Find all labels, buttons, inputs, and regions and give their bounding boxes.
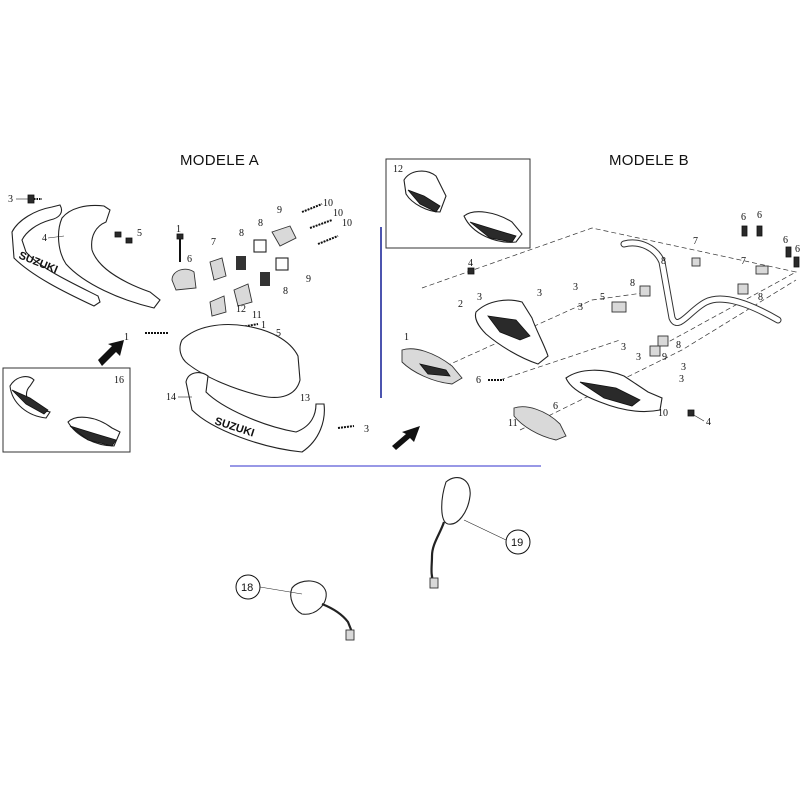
- callout-b-6b: 6: [757, 210, 762, 221]
- model-b-heading: MODELE B: [609, 152, 689, 169]
- callout-13: 13: [300, 393, 310, 404]
- bar-guard-part-2: [11, 204, 101, 307]
- mirror-19-number: 19: [511, 537, 523, 549]
- callout-b-7: 7: [693, 236, 698, 247]
- stud-part-1-a: [176, 233, 184, 262]
- callout-b-11: 11: [508, 418, 518, 429]
- callout-1: 1: [176, 224, 181, 235]
- callout-b-8c: 8: [630, 278, 635, 289]
- callout-b-8b: 8: [758, 292, 763, 303]
- direction-arrow-a: [98, 340, 124, 366]
- callout-b-4b: 4: [706, 417, 711, 428]
- callout-10c: 10: [342, 218, 352, 229]
- inset-part-16: 16: [2, 367, 131, 453]
- bolt-part-5-a: [114, 231, 133, 244]
- callout-14: 14: [166, 392, 176, 403]
- callout-10b: 10: [333, 208, 343, 219]
- assembly-guide-lines: [421, 227, 797, 431]
- callout-b-3d: 3: [578, 302, 583, 313]
- direction-arrow-b: [392, 426, 420, 450]
- callout-b-9: 9: [662, 352, 667, 363]
- bar-guard-part-14: [185, 372, 325, 453]
- callout-1b: 1: [261, 320, 266, 331]
- callout-labels-b: 6 6 6 6 7 8 7 8 4 3 2 3 3 5 8 1 3 6 8 9 …: [404, 210, 800, 429]
- mount-part-12: [209, 295, 227, 317]
- callout-8b: 8: [258, 218, 263, 229]
- callout-b-2: 2: [458, 299, 463, 310]
- callout-b-8: 8: [661, 256, 666, 267]
- callout-b-4: 4: [468, 258, 473, 269]
- mirror-part-19: 19: [429, 477, 531, 589]
- model-b-group: 12: [385, 158, 800, 450]
- inset-part-12: 12: [385, 158, 531, 249]
- hand-guard-part-4: [57, 204, 161, 309]
- callout-6: 6: [187, 254, 192, 265]
- hardware-b: [467, 225, 800, 417]
- callout-5: 5: [137, 228, 142, 239]
- callout-b-1: 1: [404, 332, 409, 343]
- mirror-19-badge: [505, 529, 531, 555]
- bolt-part-10: [301, 203, 339, 245]
- callout-b-8d: 8: [676, 340, 681, 351]
- callout-8: 8: [239, 228, 244, 239]
- screw-part-3: [16, 194, 42, 204]
- callout-b-3e: 3: [621, 342, 626, 353]
- callout-4: 4: [42, 233, 47, 244]
- bracket-part-9: [271, 225, 297, 247]
- callout-b-3g: 3: [681, 362, 686, 373]
- callout-11: 11: [252, 310, 262, 321]
- callout-b-7b: 7: [741, 256, 746, 267]
- mirror-18-number: 18: [241, 582, 253, 594]
- callout-b-10: 10: [658, 408, 668, 419]
- callout-3b: 3: [364, 424, 369, 435]
- callout-12: 12: [236, 304, 246, 315]
- mount-part-11: [233, 283, 253, 307]
- callout-8c: 8: [283, 286, 288, 297]
- callout-b-6e: 6: [476, 375, 481, 386]
- callout-3: 3: [8, 194, 13, 205]
- model-a-group: SUZUKI: [8, 194, 369, 453]
- callout-b-3c: 3: [573, 282, 578, 293]
- callout-b-6f: 6: [553, 401, 558, 412]
- callout-b-3f: 3: [636, 352, 641, 363]
- deflector-part-11-b: [513, 406, 567, 441]
- callout-b-5: 5: [600, 292, 605, 303]
- callout-5b: 5: [276, 328, 281, 339]
- spring-part-8: [236, 239, 289, 286]
- callout-b-6: 6: [741, 212, 746, 223]
- callout-b-3: 3: [477, 292, 482, 303]
- inset-12-number: 12: [393, 164, 403, 175]
- callout-1c: 1: [124, 332, 129, 343]
- callout-b-6d: 6: [795, 244, 800, 255]
- callout-b-3h: 3: [679, 374, 684, 385]
- callout-labels-a: 3 4 5 6 1 7 8 9 10 10 10 8 9 8 12 1 11 1…: [8, 194, 369, 435]
- clamp-part-7: [209, 257, 227, 281]
- callout-7: 7: [211, 237, 216, 248]
- inset-16-number: 16: [114, 375, 124, 386]
- model-a-heading: MODELE A: [180, 152, 260, 169]
- callout-10: 10: [323, 198, 333, 209]
- mirror-part-18: 18: [235, 574, 355, 641]
- callout-9: 9: [277, 205, 282, 216]
- callout-b-6c: 6: [783, 235, 788, 246]
- mirror-18-badge: [235, 574, 261, 600]
- clamp-part-6: [171, 268, 197, 291]
- callout-b-3b: 3: [537, 288, 542, 299]
- hand-guard-part-13: [179, 323, 301, 398]
- callout-9b: 9: [306, 274, 311, 285]
- screw-part-3-right: [337, 425, 355, 429]
